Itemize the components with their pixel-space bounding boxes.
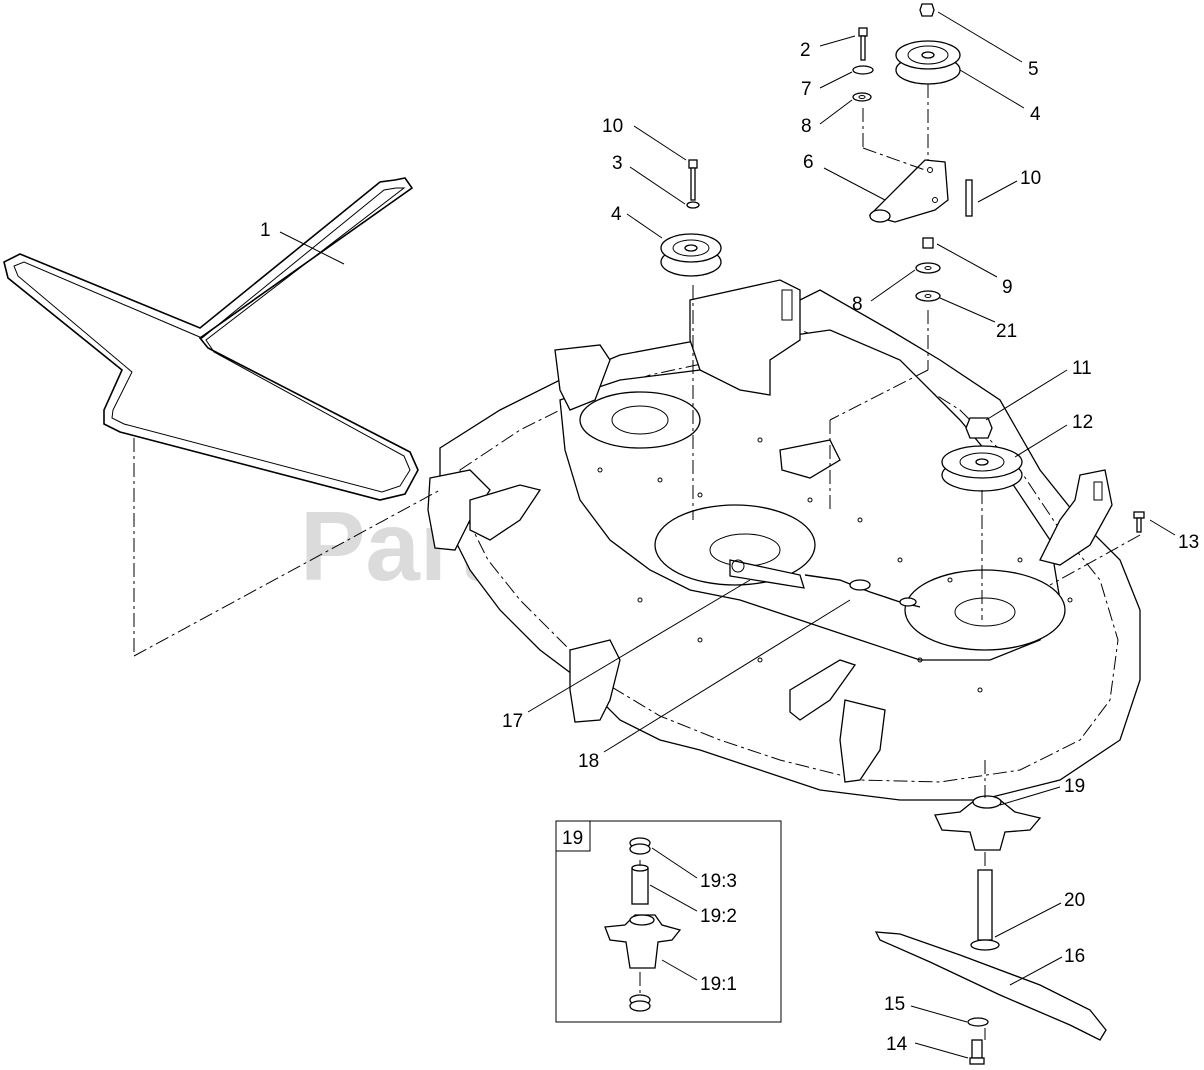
- nut-part-5[interactable]: [919, 3, 935, 17]
- blade-part-16[interactable]: [874, 931, 1107, 1041]
- callout-4-left[interactable]: 4: [611, 204, 622, 225]
- callout-19-1[interactable]: 19:1: [700, 974, 737, 995]
- inset-badge: 19: [562, 828, 583, 849]
- callout-3[interactable]: 3: [612, 153, 623, 174]
- callout-2[interactable]: 2: [800, 40, 811, 61]
- callout-7[interactable]: 7: [801, 79, 812, 100]
- callout-10-left[interactable]: 10: [602, 116, 623, 137]
- callout-20[interactable]: 20: [1064, 890, 1085, 911]
- bolt-part-13[interactable]: [1133, 511, 1145, 533]
- bearing-part-19-3[interactable]: [629, 837, 651, 855]
- washer-part-7[interactable]: [852, 65, 874, 75]
- callout-11[interactable]: 11: [1072, 358, 1092, 379]
- tension-rod[interactable]: [804, 574, 921, 608]
- callout-12[interactable]: 12: [1072, 412, 1093, 433]
- callout-1[interactable]: 1: [260, 220, 271, 241]
- callout-19-2[interactable]: 19:2: [700, 906, 737, 927]
- callout-4-upper[interactable]: 4: [1030, 104, 1041, 125]
- bearing-lower-19-3[interactable]: [629, 994, 651, 1012]
- callout-6[interactable]: 6: [803, 152, 814, 173]
- callout-labels: 1 2 3 4 4 5 6 7 8 8 9 10 10 11 12 13 14 …: [260, 40, 1199, 1055]
- callout-21[interactable]: 21: [996, 321, 1017, 342]
- callout-16[interactable]: 16: [1064, 946, 1085, 967]
- washer-part-21[interactable]: [915, 290, 941, 302]
- extension-spring[interactable]: [729, 559, 805, 589]
- callout-13[interactable]: 13: [1178, 532, 1199, 553]
- deck-mounting-holes: [597, 437, 1073, 693]
- spindle-shaft-part-20[interactable]: [970, 869, 1000, 951]
- idler-bolt-left[interactable]: [688, 159, 698, 201]
- callout-5[interactable]: 5: [1028, 59, 1039, 80]
- spacer-part-19-2[interactable]: [631, 864, 649, 905]
- callout-9[interactable]: 9: [1002, 277, 1013, 298]
- callout-15[interactable]: 15: [884, 994, 905, 1015]
- housing-part-19-1[interactable]: [604, 914, 682, 969]
- callout-8-upper[interactable]: 8: [801, 116, 812, 137]
- washer-left[interactable]: [686, 201, 700, 209]
- idler-arm-part-6[interactable]: [868, 159, 949, 223]
- mower-deck[interactable]: [427, 279, 1141, 801]
- callout-19-3[interactable]: 19:3: [700, 871, 737, 892]
- idler-pulley-upper[interactable]: [895, 40, 961, 85]
- washer-part-15[interactable]: [967, 1017, 989, 1027]
- bolt-part-2[interactable]: [858, 27, 868, 61]
- callout-19[interactable]: 19: [1064, 776, 1085, 797]
- bolt-part-14[interactable]: [969, 1039, 985, 1065]
- leader-lines: [279, 11, 1176, 1059]
- idler-pulley-left[interactable]: [660, 233, 722, 277]
- drive-belt[interactable]: [3, 177, 419, 501]
- inset-detail-19: 19: [555, 820, 782, 1023]
- callout-8-lower[interactable]: 8: [852, 294, 863, 315]
- bushing-part-9[interactable]: [922, 237, 934, 249]
- callout-17[interactable]: 17: [502, 711, 523, 732]
- callout-18[interactable]: 18: [578, 751, 599, 772]
- spindle-pulley-part-12[interactable]: [941, 445, 1023, 492]
- washer-part-8-upper[interactable]: [852, 92, 872, 102]
- washer-part-8-lower[interactable]: [915, 262, 941, 274]
- nut-part-11[interactable]: [965, 417, 993, 439]
- callout-14[interactable]: 14: [886, 1034, 908, 1055]
- bolt-part-10-right[interactable]: [965, 179, 973, 217]
- spindle-housing-part-19[interactable]: [934, 795, 1042, 851]
- assembly-centerlines: [133, 84, 1141, 1040]
- callout-10-right[interactable]: 10: [1020, 168, 1041, 189]
